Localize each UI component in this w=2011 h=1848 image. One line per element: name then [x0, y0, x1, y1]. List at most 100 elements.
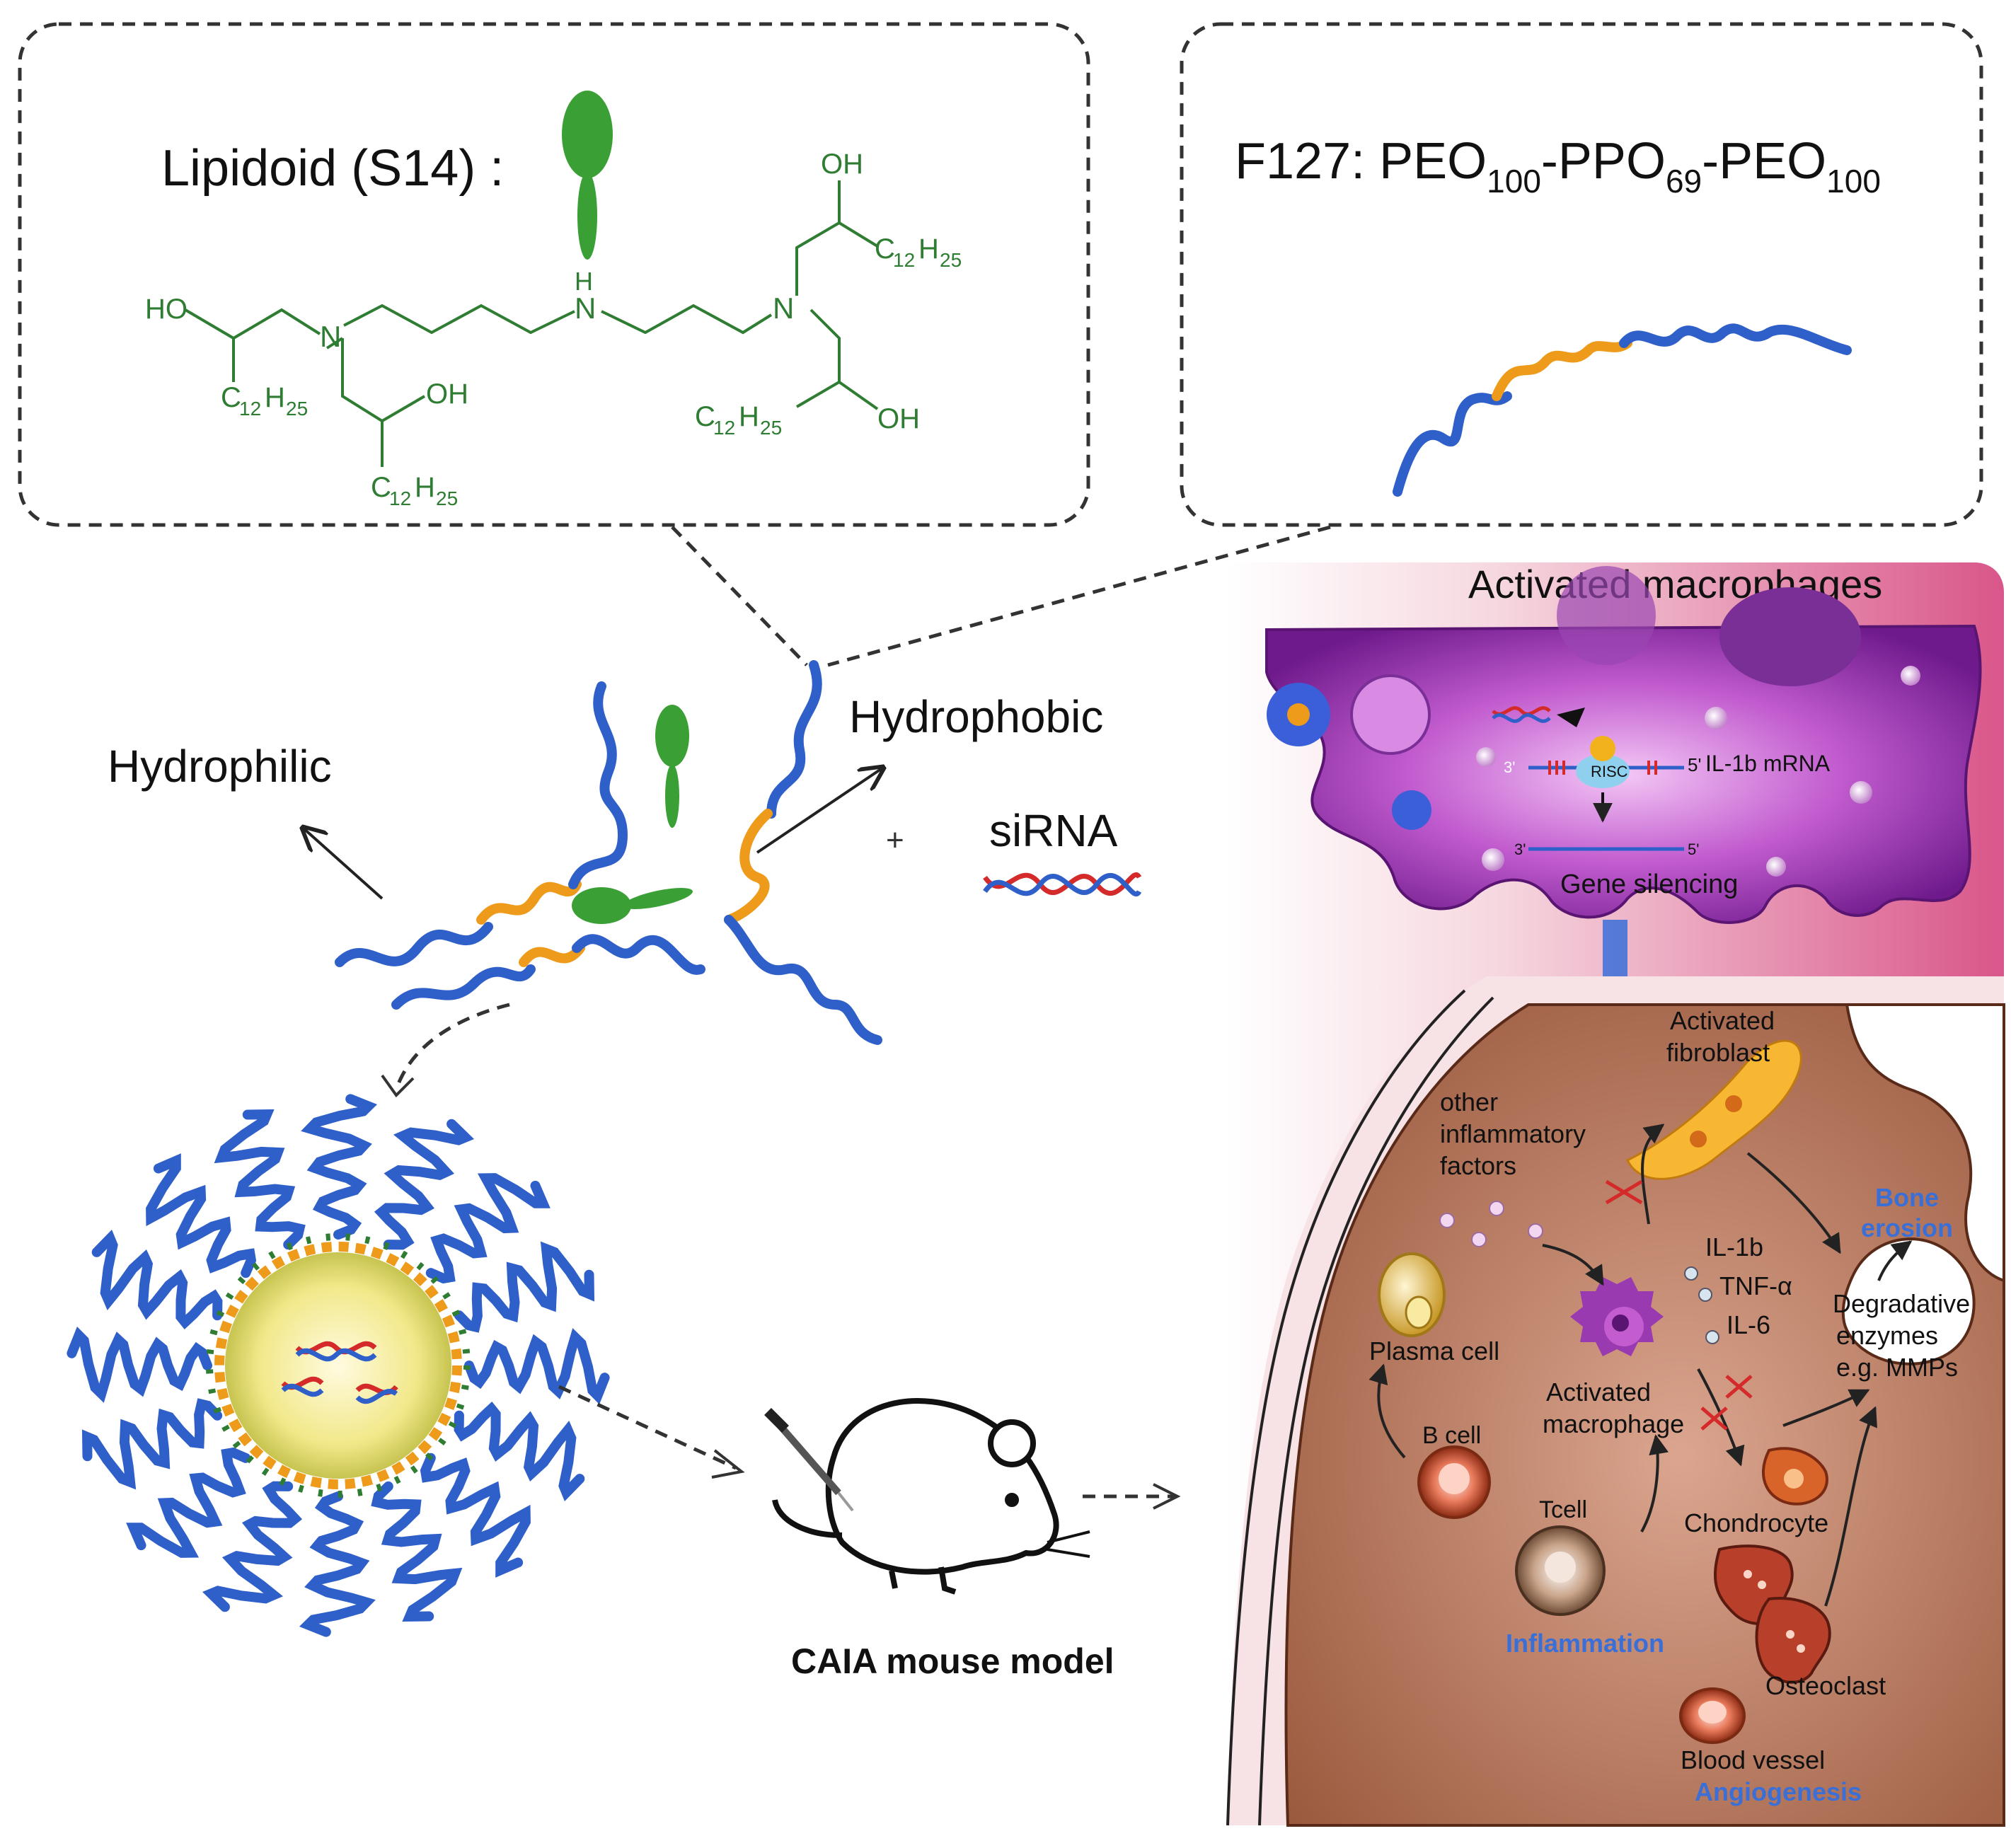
- svg-text:inflammatory: inflammatory: [1440, 1119, 1586, 1148]
- svg-text:3': 3': [1514, 841, 1526, 858]
- mouse-model-label: CAIA mouse model: [791, 1641, 1114, 1681]
- svg-text:siRNA: siRNA: [989, 805, 1118, 856]
- mouse-icon: [772, 1398, 1090, 1595]
- sirna-label-group: siRNA: [983, 805, 1142, 897]
- svg-text:H: H: [415, 472, 435, 503]
- svg-text:OH: OH: [877, 403, 920, 434]
- f127-box: F127: PEO100-PPO69-PEO100: [1180, 22, 1983, 527]
- svg-text:Hydrophobic: Hydrophobic: [849, 691, 1103, 742]
- svg-text:5': 5': [1688, 754, 1701, 775]
- svg-text:TNF-α: TNF-α: [1719, 1271, 1792, 1300]
- svg-text:N: N: [575, 291, 596, 325]
- osteoclast-icon: [1713, 1544, 1831, 1684]
- svg-text:N: N: [773, 291, 794, 325]
- svg-text:Degradative: Degradative: [1833, 1289, 1970, 1318]
- svg-text:H: H: [918, 233, 939, 265]
- svg-text:other: other: [1440, 1087, 1498, 1116]
- svg-text:enzymes: enzymes: [1836, 1321, 1938, 1350]
- lipidoid-box: Lipidoid (S14) : HO N H N N OH O: [18, 22, 1090, 527]
- svg-text:H: H: [265, 382, 285, 413]
- svg-text:Hydrophilic: Hydrophilic: [108, 741, 332, 792]
- svg-text:12: 12: [893, 249, 915, 271]
- cytokine-labels: IL-1b TNF-α IL-6: [1684, 1232, 1792, 1344]
- svg-text:25: 25: [760, 417, 782, 439]
- nanoparticle-icon: [67, 1094, 610, 1637]
- svg-text:B cell: B cell: [1422, 1422, 1481, 1449]
- pathway-arrows: [1368, 1124, 1913, 1607]
- syringe-icon: [764, 1408, 854, 1512]
- svg-text:12: 12: [389, 487, 411, 509]
- risc-complex-icon: [1576, 754, 1630, 788]
- svg-text:Activated: Activated: [1670, 1006, 1775, 1035]
- svg-text:25: 25: [940, 249, 962, 271]
- lipidoid-structure: [184, 180, 879, 467]
- svg-text:RISC: RISC: [1591, 763, 1628, 780]
- lipid-molecule-icon: [562, 91, 613, 260]
- svg-text:H: H: [739, 401, 759, 432]
- svg-text:N: N: [320, 320, 341, 353]
- svg-text:fibroblast: fibroblast: [1666, 1038, 1770, 1067]
- bone-erosion-label: Bone erosion: [1861, 1183, 1953, 1242]
- svg-text:Bone: Bone: [1875, 1183, 1939, 1212]
- corona-chain: [91, 1229, 223, 1330]
- chondrocyte-icon: [1761, 1447, 1828, 1506]
- corona-chain: [299, 1491, 376, 1637]
- svg-text:IL-6: IL-6: [1727, 1310, 1770, 1339]
- b-cell-icon: [1417, 1445, 1491, 1519]
- svg-text:Blood vessel: Blood vessel: [1681, 1745, 1825, 1774]
- plasma-cell-icon: [1378, 1252, 1446, 1337]
- corona-chain: [374, 1119, 475, 1250]
- svg-text:C: C: [371, 472, 391, 503]
- corona-chain: [214, 1109, 306, 1250]
- corona-chain: [202, 1481, 303, 1612]
- svg-text:IL-1b: IL-1b: [1705, 1232, 1763, 1261]
- lipidoid-title: Lipidoid (S14) :: [161, 140, 504, 197]
- corona-chain: [146, 1153, 257, 1278]
- corona-chain: [81, 1398, 223, 1490]
- svg-text:Osteoclast: Osteoclast: [1765, 1671, 1886, 1700]
- corona-chain: [301, 1094, 378, 1240]
- hydrophobic-label: Hydrophobic: [756, 691, 1103, 854]
- corona-chain: [464, 1328, 610, 1405]
- svg-text:12: 12: [713, 417, 735, 439]
- plus-sign: +: [886, 823, 904, 857]
- gene-silencing-label: Gene silencing: [1560, 870, 1738, 899]
- svg-text:Chondrocyte: Chondrocyte: [1684, 1508, 1828, 1537]
- corona-chain: [425, 1173, 551, 1284]
- sirna-icon: [983, 872, 1142, 897]
- svg-text:25: 25: [436, 487, 458, 509]
- svg-text:C: C: [695, 401, 715, 432]
- svg-text:25: 25: [286, 398, 308, 420]
- svg-text:Activated: Activated: [1546, 1378, 1651, 1407]
- alkyl-label-1: C 12 H 25: [221, 382, 308, 420]
- corona-chain: [420, 1453, 531, 1578]
- inhibition-marks: [1605, 1179, 1753, 1431]
- joint-panel: Activated macrophages: [1226, 562, 2005, 1827]
- svg-text:H: H: [575, 267, 593, 296]
- f127-formula: F127: PEO100-PPO69-PEO100: [1235, 133, 1881, 200]
- corona-chain: [454, 1401, 585, 1502]
- svg-text:HO: HO: [145, 294, 188, 325]
- svg-text:e.g. MMPs: e.g. MMPs: [1836, 1353, 1958, 1382]
- fibroblast-icon: [1625, 1039, 1802, 1180]
- svg-text:erosion: erosion: [1861, 1213, 1953, 1242]
- corona-chain: [371, 1481, 463, 1622]
- alkyl-label-2: C 12 H 25: [371, 472, 458, 509]
- corona-chain: [454, 1241, 595, 1333]
- svg-text:C: C: [875, 233, 895, 265]
- svg-text:Tcell: Tcell: [1539, 1496, 1587, 1523]
- components-cluster: [335, 660, 882, 1045]
- svg-text:Plasma cell: Plasma cell: [1369, 1336, 1499, 1365]
- bead-particles: [1476, 666, 1920, 877]
- svg-text:factors: factors: [1440, 1151, 1516, 1180]
- svg-text:3': 3': [1504, 758, 1515, 776]
- f127-polymer-icon: [1393, 323, 1852, 497]
- svg-text:OH: OH: [821, 149, 863, 180]
- alkyl-label-3: C 12 H 25: [875, 233, 962, 271]
- corona-chain: [67, 1326, 212, 1403]
- svg-text:5': 5': [1688, 841, 1699, 858]
- lipidoid-atom-labels: HO N H N N OH OH OH C 12 H 25 C 12 H 25 …: [145, 149, 962, 509]
- small-macrophage-icon: [1570, 1277, 1664, 1356]
- svg-text:Inflammation: Inflammation: [1506, 1629, 1664, 1658]
